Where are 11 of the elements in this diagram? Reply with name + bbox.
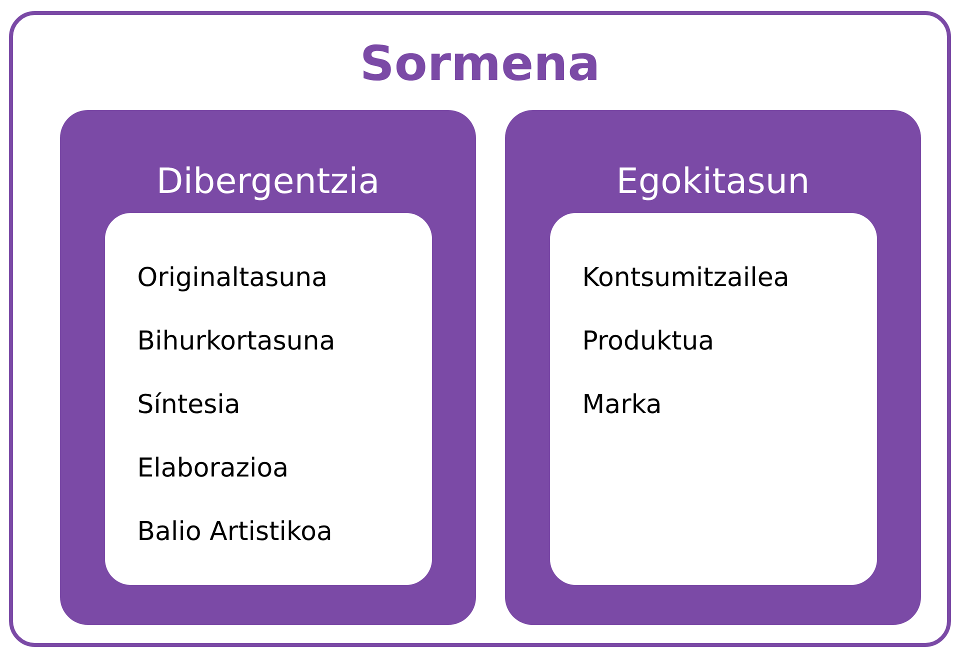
title-text: Sormena: [363, 44, 596, 81]
list-item: Kontsumitzailea: [584, 266, 787, 286]
list-item: Marka: [584, 393, 660, 414]
list-item: Bihurkortasuna: [140, 330, 333, 350]
list-item: Produktua: [584, 330, 712, 350]
list-item: Síntesia: [138, 392, 238, 414]
list-item: Elaborazioa: [140, 456, 286, 477]
panel-heading: Egokitasun: [620, 166, 807, 200]
list-item: Balio Artistikoa: [140, 520, 330, 540]
list-item: Originaltasuna: [138, 266, 326, 292]
panel-heading: Dibergentzia: [160, 166, 377, 200]
